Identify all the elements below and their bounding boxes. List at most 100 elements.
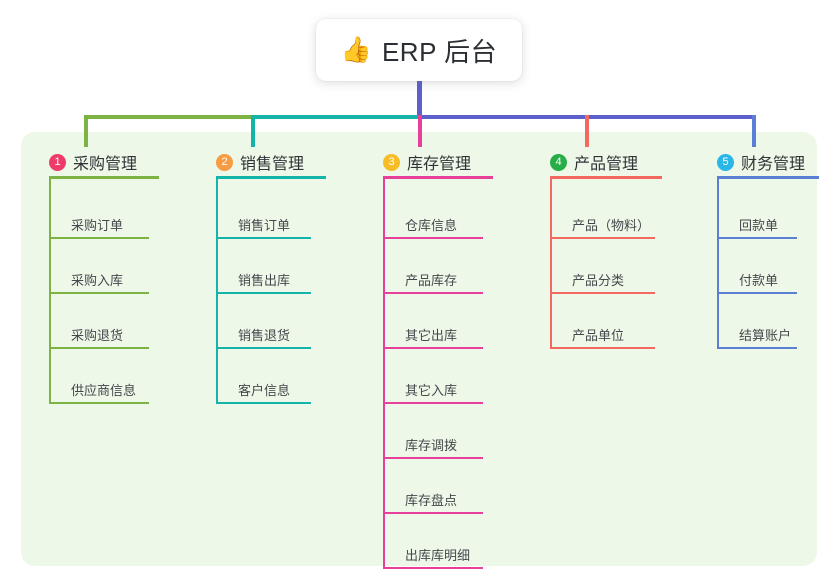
leaf-item-rule: [216, 292, 311, 294]
leaf-item-label: 销售订单: [238, 218, 291, 233]
leaf-item-label: 产品（物料）: [572, 218, 651, 233]
column-header-5[interactable]: 5 财务管理: [703, 145, 825, 179]
drop-column-5: [752, 115, 756, 147]
leaf-item-rule: [216, 402, 311, 404]
column-header-rule-4: [550, 176, 662, 179]
leaf-item[interactable]: 销售退货: [216, 299, 311, 349]
leaf-item-rule: [49, 347, 149, 349]
leaf-item-label: 其它出库: [405, 328, 458, 343]
leaf-item-label: 产品单位: [572, 328, 625, 343]
leaf-item[interactable]: 产品分类: [550, 244, 655, 294]
leaf-item-rule: [717, 292, 797, 294]
column-header-rule-2: [216, 176, 326, 179]
leaf-item-label: 其它入库: [405, 383, 458, 398]
leaf-item[interactable]: 库存盘点: [383, 464, 483, 514]
leaf-item-label: 库存调拨: [405, 438, 458, 453]
column-header-rule-5: [717, 176, 819, 179]
leaf-item-rule: [49, 402, 149, 404]
column-2: 2 销售管理销售订单销售出库销售退货客户信息: [202, 145, 352, 404]
leaf-item-rule: [717, 237, 797, 239]
column-5: 5 财务管理回款单付款单结算账户: [703, 145, 835, 349]
column-badge-5: 5: [717, 153, 734, 171]
leaf-item-rule: [383, 237, 483, 239]
leaf-item[interactable]: 产品库存: [383, 244, 483, 294]
leaf-item[interactable]: 其它入库: [383, 354, 483, 404]
leaf-item-rule: [550, 347, 655, 349]
leaf-item-label: 结算账户: [739, 328, 792, 343]
root-node-label: ERP 后台: [381, 36, 498, 67]
leaf-item-rule: [550, 292, 655, 294]
bus-segment-1: [84, 115, 251, 119]
branches-panel: [21, 132, 817, 566]
column-rail-4: [550, 179, 552, 349]
drop-column-1: [84, 115, 88, 147]
leaf-item-rule: [383, 512, 483, 514]
column-header-4[interactable]: 4 产品管理: [536, 145, 668, 179]
leaf-item-rule: [717, 347, 797, 349]
leaf-item-rule: [49, 292, 149, 294]
leaf-item-rule: [383, 402, 483, 404]
leaf-item[interactable]: 供应商信息: [49, 354, 149, 404]
leaf-item-label: 产品分类: [572, 273, 625, 288]
column-rail-1: [49, 179, 51, 404]
leaf-item[interactable]: 销售订单: [216, 189, 311, 239]
root-node-card[interactable]: 👍 ERP 后台: [316, 19, 522, 81]
column-1: 1 采购管理采购订单采购入库采购退货供应商信息: [35, 145, 185, 404]
leaf-item[interactable]: 出库库明细: [383, 519, 483, 569]
leaf-item-rule: [550, 237, 655, 239]
leaf-item[interactable]: 仓库信息: [383, 189, 483, 239]
leaf-item[interactable]: 回款单: [717, 189, 797, 239]
column-title-2: 销售管理: [240, 156, 305, 173]
column-header-rule-3: [383, 176, 493, 179]
column-badge-1: 1: [49, 153, 66, 171]
column-title-5: 财务管理: [741, 156, 806, 173]
leaf-item-label: 销售出库: [238, 273, 291, 288]
leaf-item-label: 采购订单: [71, 218, 124, 233]
column-badge-3: 3: [383, 153, 400, 171]
drop-column-2: [251, 115, 255, 147]
leaf-item[interactable]: 其它出库: [383, 299, 483, 349]
leaf-item-rule: [49, 237, 149, 239]
leaf-item-rule: [383, 567, 483, 569]
bus-segment-2: [251, 115, 418, 119]
root-trunk-connector: [417, 81, 422, 117]
leaf-item-rule: [383, 292, 483, 294]
leaf-item[interactable]: 客户信息: [216, 354, 311, 404]
root-node-content: 👍 ERP 后台: [341, 32, 497, 69]
column-title-4: 产品管理: [574, 156, 639, 173]
leaf-item-label: 回款单: [739, 218, 779, 233]
leaf-item[interactable]: 付款单: [717, 244, 797, 294]
leaf-item-label: 出库库明细: [405, 548, 471, 563]
leaf-item-label: 产品库存: [405, 273, 458, 288]
leaf-item-label: 销售退货: [238, 328, 291, 343]
leaf-item[interactable]: 库存调拨: [383, 409, 483, 459]
column-badge-4: 4: [550, 153, 567, 171]
column-header-rule-1: [49, 176, 159, 179]
leaf-item-rule: [383, 457, 483, 459]
column-header-2[interactable]: 2 销售管理: [202, 145, 332, 179]
leaf-item-label: 采购入库: [71, 273, 124, 288]
leaf-item[interactable]: 采购退货: [49, 299, 149, 349]
leaf-item-label: 仓库信息: [405, 218, 458, 233]
leaf-item[interactable]: 采购订单: [49, 189, 149, 239]
column-header-1[interactable]: 1 采购管理: [35, 145, 165, 179]
column-rail-5: [717, 179, 719, 349]
leaf-item[interactable]: 采购入库: [49, 244, 149, 294]
column-4: 4 产品管理产品（物料） 产品分类产品单位: [536, 145, 688, 349]
leaf-item[interactable]: 产品单位: [550, 299, 655, 349]
drop-column-3: [418, 115, 422, 147]
column-badge-2: 2: [216, 153, 233, 171]
leaf-item-label: 采购退货: [71, 328, 124, 343]
leaf-item[interactable]: 销售出库: [216, 244, 311, 294]
drop-column-4: [585, 115, 589, 147]
leaf-item[interactable]: 结算账户: [717, 299, 797, 349]
column-title-1: 采购管理: [73, 156, 138, 173]
leaf-item-rule: [216, 347, 311, 349]
leaf-item-rule: [383, 347, 483, 349]
leaf-item-label: 供应商信息: [71, 383, 137, 398]
leaf-item-label: 客户信息: [238, 383, 291, 398]
leaf-item[interactable]: 产品（物料）: [550, 189, 655, 239]
